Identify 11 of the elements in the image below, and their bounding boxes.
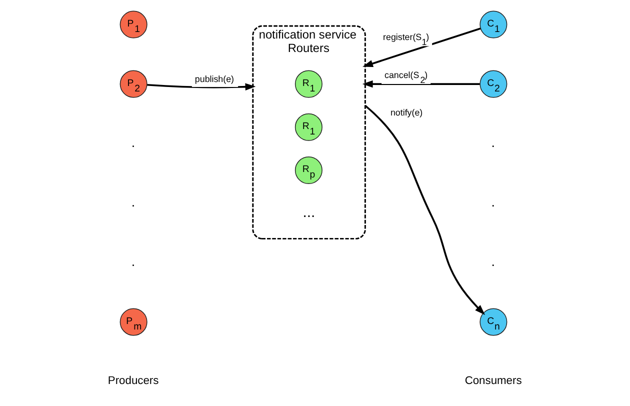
label: .	[131, 194, 136, 210]
edge-label: notify(e)	[390, 107, 423, 118]
edge-label: publish(e)	[194, 74, 234, 84]
label: .	[491, 254, 495, 269]
label: .	[491, 194, 495, 210]
label: .	[131, 134, 136, 150]
label: .	[131, 254, 136, 269]
label: Producers	[108, 375, 159, 388]
label: Consumers	[464, 375, 522, 388]
label: ...	[302, 205, 316, 222]
label: .	[491, 134, 495, 150]
